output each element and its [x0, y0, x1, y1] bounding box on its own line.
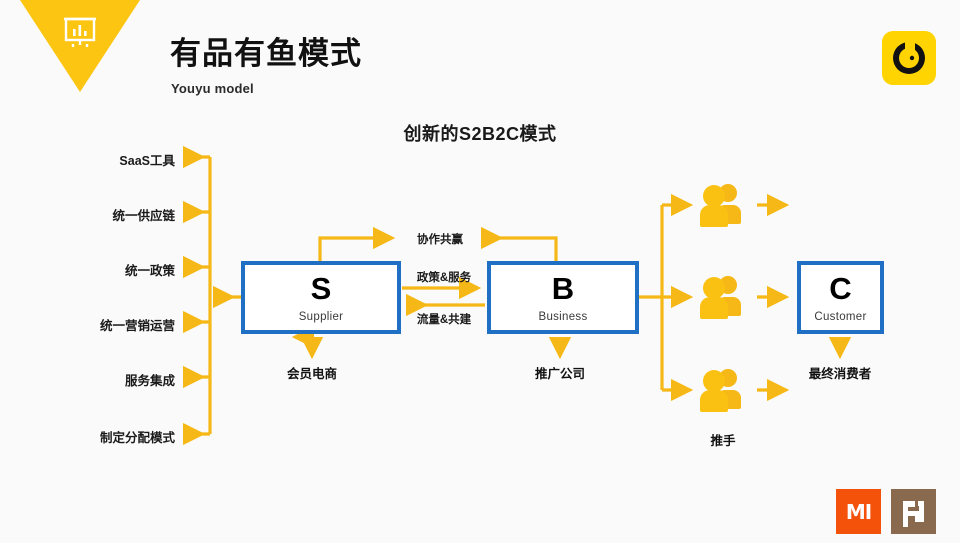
page-subtitle: Youyu model	[171, 81, 254, 96]
flow-label-top: 协作共赢	[417, 234, 463, 246]
left-label-marketing: 统一营销运营	[99, 319, 175, 333]
page-title: 有品有鱼模式	[170, 36, 362, 71]
people-group-label: 推手	[710, 434, 736, 448]
xiaomi-mi-logo: MI	[836, 489, 881, 534]
left-label-allocation: 制定分配模式	[99, 431, 175, 445]
under-label-customer: 最终消费者	[808, 367, 872, 381]
node-sub-supplier: Supplier	[298, 310, 344, 323]
mi-logo-text: MI	[845, 499, 872, 524]
node-letter-b: B	[551, 270, 575, 306]
under-label-business: 推广公司	[534, 367, 585, 381]
under-label-supplier: 会员电商	[286, 367, 337, 381]
youpin-logo	[891, 489, 936, 534]
node-box-supplier[interactable]: S Supplier	[241, 261, 401, 334]
flow-label-forward: 政策&服务	[416, 272, 472, 284]
people-group-icon	[700, 184, 741, 227]
node-box-business[interactable]: B Business	[487, 261, 639, 334]
people-group-icon	[700, 276, 741, 319]
people-group-icon	[700, 369, 741, 412]
left-label-saas: SaaS工具	[119, 154, 175, 168]
left-label-supply: 统一供应链	[112, 209, 175, 223]
diagram-title: 创新的S2B2C模式	[403, 124, 557, 144]
presentation-chart-icon	[64, 17, 96, 47]
node-box-customer[interactable]: C Customer	[797, 261, 884, 334]
flow-label-backward: 流量&共建	[416, 314, 472, 326]
brand-logo	[882, 31, 936, 85]
corner-triangle-decoration	[20, 0, 140, 92]
left-label-policy: 统一政策	[124, 264, 175, 278]
node-letter-s: S	[310, 270, 332, 306]
node-letter-c: C	[829, 270, 852, 306]
node-sub-business: Business	[538, 310, 588, 323]
node-sub-customer: Customer	[814, 310, 867, 323]
left-label-service: 服务集成	[124, 374, 175, 388]
